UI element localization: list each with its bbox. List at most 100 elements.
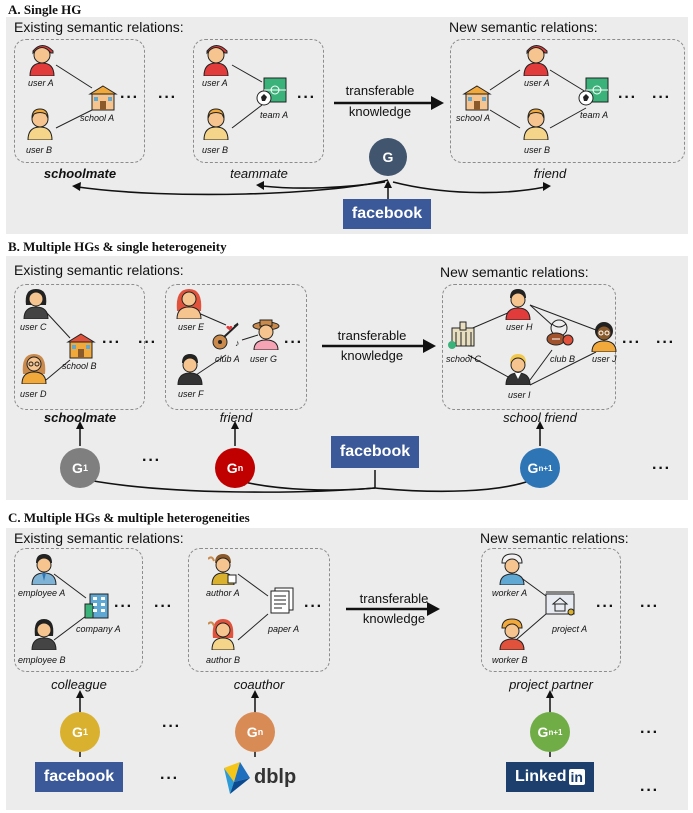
b-user-h-label: user H xyxy=(506,322,533,332)
a-teammate-box xyxy=(193,39,324,163)
dblp-logo-text: dblp xyxy=(254,766,297,788)
user-icon xyxy=(30,618,58,655)
c-worker-a-label: worker A xyxy=(492,588,528,598)
ellipsis: ··· xyxy=(640,724,659,741)
a-friend-box xyxy=(450,39,685,163)
user-icon xyxy=(522,108,550,145)
b-schoolmate-caption: schoolmate xyxy=(43,410,117,425)
dblp-logo-icon xyxy=(222,760,252,801)
soccer-field-icon xyxy=(256,76,288,111)
a-team-user-a-label: user A xyxy=(202,78,228,88)
user-icon xyxy=(522,44,550,81)
ellipsis: ··· xyxy=(102,334,121,351)
office-building-icon xyxy=(84,590,114,625)
a-team-user-b-label: user B xyxy=(202,145,229,155)
guitar-icon: ♪❤ xyxy=(210,322,244,355)
a-friend-user-a-label: user A xyxy=(524,78,550,88)
user-icon xyxy=(22,287,50,324)
b-school-friend-caption: school friend xyxy=(503,410,577,425)
node-label: G xyxy=(527,460,539,476)
section-b-title: B. Multiple HGs & single heterogeneity xyxy=(8,239,227,254)
b-user-c-label: user C xyxy=(20,322,47,332)
c-project-partner-caption: project partner xyxy=(509,677,593,692)
school-icon xyxy=(462,84,492,117)
c-project-partner-box xyxy=(481,548,621,672)
ellipsis: ··· xyxy=(656,334,675,351)
ellipsis: ··· xyxy=(640,782,659,799)
c-colleague-box xyxy=(14,548,143,672)
c-linkedin-logo: Linked in xyxy=(506,762,594,792)
b-friend-box xyxy=(165,284,307,410)
ellipsis: ··· xyxy=(284,334,303,351)
section-a-panel xyxy=(6,17,688,234)
node-subscript: 1 xyxy=(82,727,88,737)
school-icon xyxy=(88,84,118,117)
section-a-existing-label: Existing semantic relations: xyxy=(14,19,184,35)
section-a-title: A. Single HG xyxy=(8,2,82,17)
a-facebook-logo: facebook xyxy=(343,199,431,229)
a-schoolmate-caption: schoolmate xyxy=(43,166,117,181)
node-subscript: 1 xyxy=(82,463,88,473)
c-author-a-label: author A xyxy=(206,588,240,598)
ellipsis: ··· xyxy=(120,89,139,106)
section-b-existing-label: Existing semantic relations: xyxy=(14,262,184,278)
c-coauthor-caption: coauthor xyxy=(233,677,285,692)
a-friend-school-label: school A xyxy=(456,113,491,123)
user-icon xyxy=(30,553,58,590)
b-user-d-label: user D xyxy=(20,389,47,399)
b-friend-caption: friend xyxy=(219,410,253,425)
section-c-existing-label: Existing semantic relations: xyxy=(14,530,184,546)
a-graph-node: G xyxy=(369,138,407,176)
c-project-label: project A xyxy=(552,624,588,634)
c-colleague-caption: colleague xyxy=(51,677,107,692)
b-school-label: school B xyxy=(62,361,97,371)
user-icon xyxy=(20,352,48,389)
user-icon xyxy=(176,353,204,390)
ellipsis: ··· xyxy=(618,89,637,106)
c-employee-a-label: employee A xyxy=(18,588,66,598)
node-label: G xyxy=(72,460,83,476)
user-icon xyxy=(26,108,54,145)
c-employee-b-label: employee B xyxy=(18,655,66,665)
section-b-new-label: New semantic relations: xyxy=(440,264,589,280)
node-subscript: n+1 xyxy=(538,463,553,473)
b-facebook-logo: facebook xyxy=(331,436,419,468)
user-icon xyxy=(207,618,238,655)
project-blueprint-icon xyxy=(544,588,576,623)
b-knowledge-label: knowledge xyxy=(340,348,404,363)
b-user-i-label: user I xyxy=(508,390,531,400)
a-schoolmate-box xyxy=(14,39,145,163)
b-schoolmate-box xyxy=(14,284,145,410)
ellipsis: ··· xyxy=(652,460,671,477)
b-school-c-label: school C xyxy=(446,354,482,364)
worker-icon xyxy=(498,553,526,590)
ellipsis: ··· xyxy=(154,598,173,615)
c-coauthor-box xyxy=(188,548,330,672)
b-user-e-label: user E xyxy=(178,322,205,332)
a-friend-team-label: team A xyxy=(580,110,609,120)
ellipsis: ··· xyxy=(622,334,641,351)
c-transferable-label: transferable xyxy=(359,591,429,606)
c-paper-label: paper A xyxy=(268,624,300,634)
ellipsis: ··· xyxy=(142,452,161,469)
a-school-label: school A xyxy=(80,113,115,123)
c-facebook-logo: facebook xyxy=(35,762,123,792)
user-icon xyxy=(175,287,203,324)
user-icon xyxy=(252,318,280,355)
a-transferable-label: transferable xyxy=(345,83,415,98)
b-user-g-label: user G xyxy=(250,354,278,364)
a-user-b-label: user B xyxy=(26,145,53,155)
ellipsis: ··· xyxy=(162,718,181,735)
ellipsis: ··· xyxy=(304,598,323,615)
b-user-j-label: user J xyxy=(592,354,617,364)
a-user-a-label: user A xyxy=(28,78,54,88)
user-icon xyxy=(202,44,230,81)
paper-icon xyxy=(266,586,296,621)
node-subscript: n xyxy=(257,727,264,737)
